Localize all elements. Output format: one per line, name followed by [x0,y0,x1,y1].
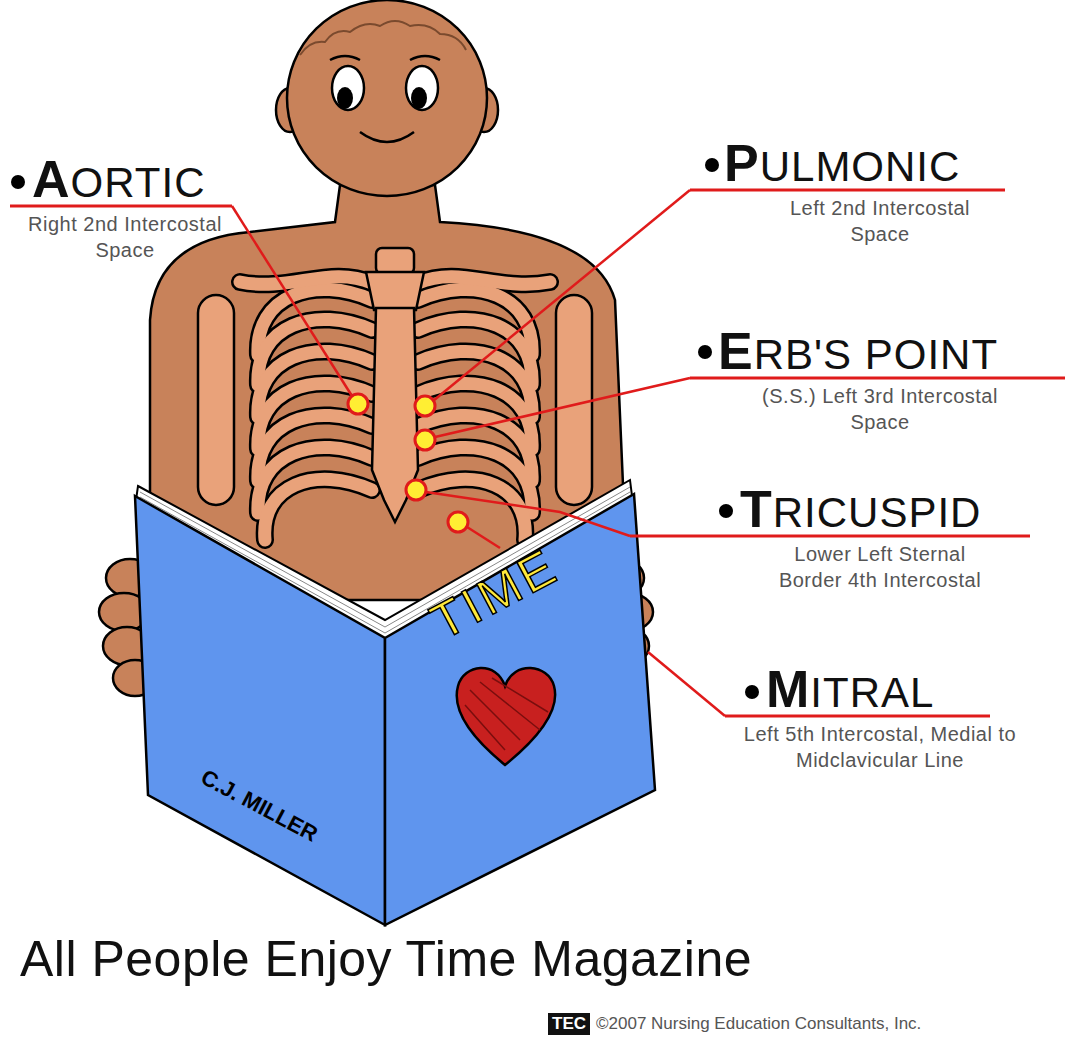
valve-name: AORTIC [32,153,205,205]
pupil [411,87,427,109]
smile [360,132,414,142]
auscultation-point [348,394,468,532]
heart-symbol [457,668,555,765]
manubrium [366,272,424,310]
book-cover-left [135,496,385,925]
location-note: Right 2nd Intercostal Space [10,211,240,263]
mnemonic-caption: All People Enjoy Time Magazine [20,930,752,988]
vertebra [376,248,414,274]
valve-name: PULMONIC [724,137,960,189]
location-note: Left 5th Intercostal, Medial to Midclavi… [735,721,1025,773]
rib-fill [240,277,550,540]
eye [406,66,438,110]
leader-line [232,190,725,716]
eyebrow [410,56,440,60]
arm-bone [556,295,592,505]
head [287,0,487,196]
valve-name: MITRAL [766,663,934,715]
book-cover-right [385,494,655,925]
rib-outline [240,277,550,540]
arm-bone [198,295,234,505]
eye [332,66,364,110]
bullet [11,158,759,699]
valve-name: ERB'S POINT [718,325,998,377]
copyright-note: ©2007 Nursing Education Consultants, Inc… [596,1014,921,1034]
eyebrow [330,56,360,60]
valve-name: TRICUSPID [740,483,981,535]
heading-underline [10,190,1065,716]
location-note: Lower Left Sternal Border 4th Intercosta… [760,541,1000,593]
location-note: (S.S.) Left 3rd Intercostal Space [755,383,1005,435]
heart-hatching [465,678,548,750]
hairline [300,21,466,55]
location-note: Left 2nd Intercostal Space [760,195,1000,247]
publisher-logo: TEC [548,1013,590,1035]
pupil [337,87,353,109]
